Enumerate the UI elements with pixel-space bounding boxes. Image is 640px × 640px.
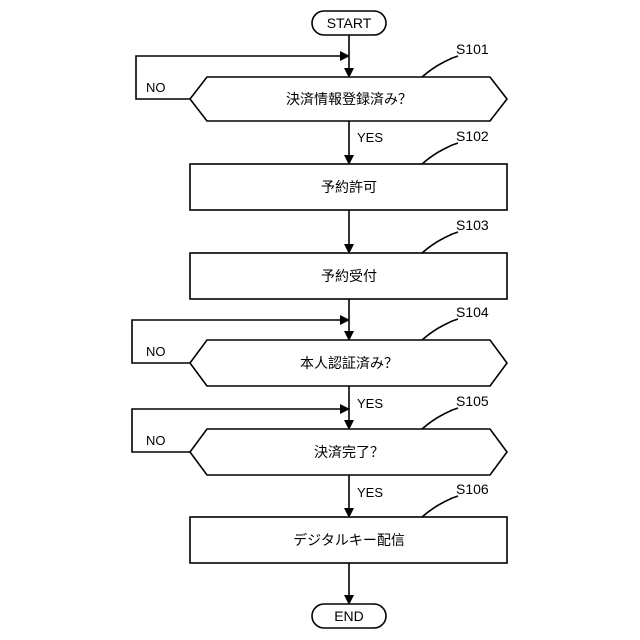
step-id-s102: S102 [456, 128, 489, 144]
decision-s101-label: 決済情報登録済み？ [286, 92, 412, 108]
start-terminal: START [312, 11, 386, 35]
process-s103: 予約受付 [190, 253, 507, 299]
step-id-s103: S103 [456, 217, 489, 233]
decision-s104: 本人認証済み？ [190, 340, 507, 386]
process-s106: デジタルキー配信 [190, 517, 507, 563]
step-id-leader-s102 [422, 143, 458, 164]
decision-s101: 決済情報登録済み？ [190, 77, 507, 121]
no-label-s101: NO [146, 80, 166, 95]
process-s103-label: 予約受付 [321, 269, 377, 285]
step-id-leader-s105 [422, 408, 458, 429]
decision-s104-label: 本人認証済み？ [300, 356, 398, 372]
step-id-s106: S106 [456, 481, 489, 497]
process-s106-label: デジタルキー配信 [293, 532, 405, 549]
step-id-s104: S104 [456, 304, 489, 320]
decision-s105: 決済完了？ [190, 429, 507, 475]
step-id-leader-s104 [422, 319, 458, 340]
yes-label-s101: YES [357, 130, 383, 145]
yes-label-s104: YES [357, 396, 383, 411]
decision-s105-label: 決済完了？ [314, 445, 384, 461]
no-label-s104: NO [146, 344, 166, 359]
step-id-s101: S101 [456, 41, 489, 57]
step-id-leader-s103 [422, 232, 458, 253]
yes-label-s105: YES [357, 485, 383, 500]
end-terminal: END [312, 604, 386, 628]
process-s102-label: 予約許可 [321, 180, 377, 196]
end-label: END [334, 608, 364, 624]
step-id-s105: S105 [456, 393, 489, 409]
start-label: START [327, 15, 372, 31]
no-label-s105: NO [146, 433, 166, 448]
step-id-leader-s101 [422, 56, 458, 77]
process-s102: 予約許可 [190, 164, 507, 210]
step-id-leader-s106 [422, 496, 458, 517]
